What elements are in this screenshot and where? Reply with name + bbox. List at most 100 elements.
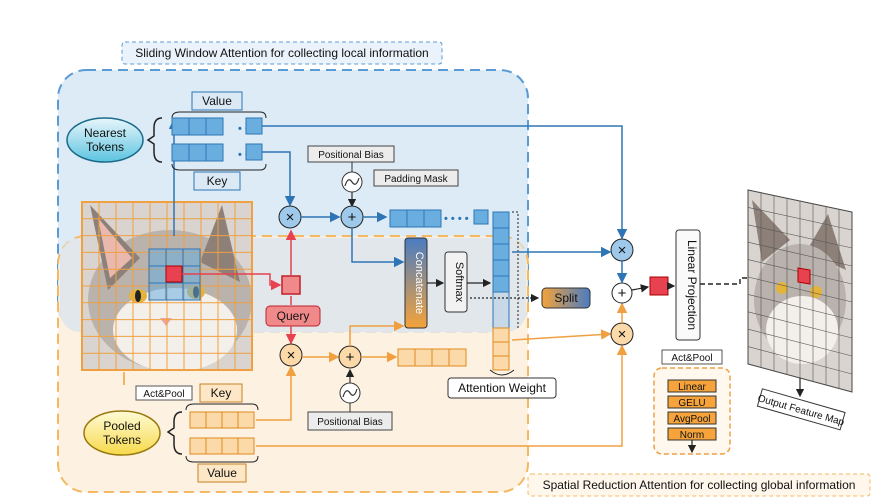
pooled-key-row <box>189 411 255 429</box>
value-bottom-brace <box>185 455 259 463</box>
split-box[interactable] <box>541 287 591 309</box>
output-feature-map-box <box>756 388 846 431</box>
weight-cell-global <box>492 355 510 371</box>
out-grid-h <box>747 241 853 267</box>
pooled-value-row <box>189 437 255 455</box>
pooled-value-to-multiply <box>256 344 628 447</box>
attention-weight-label: Attention Weight <box>458 381 546 395</box>
aggregated-cell <box>649 276 669 296</box>
bias-top-activation-curve <box>344 177 360 187</box>
token-cell <box>188 117 207 136</box>
positional-bias-top-box <box>307 145 395 163</box>
window-cell <box>182 282 201 301</box>
split-label: Split <box>554 291 578 305</box>
mlp-linear-label: Linear <box>678 382 706 393</box>
nearest-tokens-line1: Nearest <box>84 126 127 140</box>
bottom-title: Spatial Reduction Attention for collecti… <box>543 478 856 492</box>
attention-weight-brace <box>489 369 515 376</box>
token-cell <box>406 209 425 228</box>
pooled-key-to-multiply <box>256 365 297 421</box>
mlp-gelu-box <box>667 395 717 409</box>
positional-bias-top-label: Positional Bias <box>318 150 384 161</box>
out-grid-h <box>747 276 853 303</box>
local-dots: • • • • <box>444 213 469 225</box>
local-last-cell <box>473 209 489 225</box>
act-pool-right-box <box>661 349 723 365</box>
softmax-box <box>444 251 468 313</box>
token-cell <box>205 117 224 136</box>
window-cell <box>165 282 184 301</box>
token-cell <box>189 437 207 455</box>
key-bottom-box <box>199 383 243 403</box>
token-cell <box>237 437 255 455</box>
act-pool-left-label: Act&Pool <box>143 389 184 400</box>
value-bottom-box <box>197 463 247 483</box>
pooled-tokens-badge <box>83 410 161 456</box>
plus-bottom-to-concat <box>349 320 405 346</box>
mlp-linear-box <box>667 379 717 393</box>
plus-bottom-symbol: + <box>346 349 355 366</box>
token-cell <box>189 411 207 429</box>
top-title-box <box>121 41 443 65</box>
token-cell <box>205 143 224 162</box>
input-grid <box>81 201 253 371</box>
value-bottom-label: Value <box>207 466 237 480</box>
weight-cell-local <box>492 259 510 277</box>
window-cell <box>148 265 167 284</box>
bottom-title-box <box>527 473 871 497</box>
value-last-cell <box>245 117 263 135</box>
pooled-tokens-line2: Tokens <box>103 433 141 447</box>
out-grid-h <box>747 311 853 339</box>
key-top-brace <box>171 163 267 171</box>
output-label-group: Output Feature Map <box>756 388 846 431</box>
local-attention-cells <box>389 209 442 228</box>
attention-weight-column <box>492 211 510 371</box>
sum-symbol: + <box>618 285 627 302</box>
weight-cell-local <box>492 227 510 245</box>
token-cell <box>188 143 207 162</box>
pooled-brace <box>166 411 183 455</box>
query-cell <box>281 275 301 295</box>
linear-projection-box <box>675 229 701 341</box>
token-cell <box>171 117 190 136</box>
mlp-norm-label: Norm <box>680 430 704 441</box>
token-cell <box>237 411 255 429</box>
token-cell <box>221 437 239 455</box>
weight-cell-local <box>492 243 510 261</box>
grid-border <box>81 201 253 371</box>
pooled-tokens-line1: Pooled <box>103 419 140 433</box>
plus-top-symbol: + <box>348 209 357 226</box>
token-cell <box>389 209 408 228</box>
attention-weight-box <box>447 377 557 399</box>
plus-top-to-concat <box>351 228 405 268</box>
weight-cell-global <box>492 341 510 357</box>
padding-mask-label: Padding Mask <box>384 174 448 185</box>
weight-cell-global <box>492 327 510 343</box>
value-to-multiply-line <box>262 125 628 240</box>
token-cell <box>205 411 223 429</box>
token-cell <box>397 348 416 367</box>
key-bottom-brace <box>185 403 259 411</box>
softmax-label: Softmax <box>453 262 465 303</box>
value-top-label: Value <box>202 94 232 108</box>
mlp-gelu-label: GELU <box>678 398 705 409</box>
multiply-top-symbol: × <box>286 209 295 226</box>
token-cell <box>221 411 239 429</box>
sum-icon <box>611 282 633 304</box>
weight-bracket <box>512 211 519 328</box>
nearest-tokens-badge <box>66 117 144 163</box>
token-cell <box>431 348 450 367</box>
weight-cell-local <box>492 275 510 293</box>
value-token-row <box>171 117 224 136</box>
padding-mask-box <box>373 169 459 187</box>
key-bottom-label: Key <box>211 386 232 400</box>
bias-bottom-activation-curve <box>342 388 358 398</box>
linear-projection-label: Linear Projection <box>685 240 699 330</box>
act-pool-right-label: Act&Pool <box>671 353 712 364</box>
query-pixel-link <box>182 273 282 291</box>
token-cell <box>423 209 442 228</box>
query-label: Query <box>277 309 310 323</box>
nearest-brace <box>146 117 163 163</box>
